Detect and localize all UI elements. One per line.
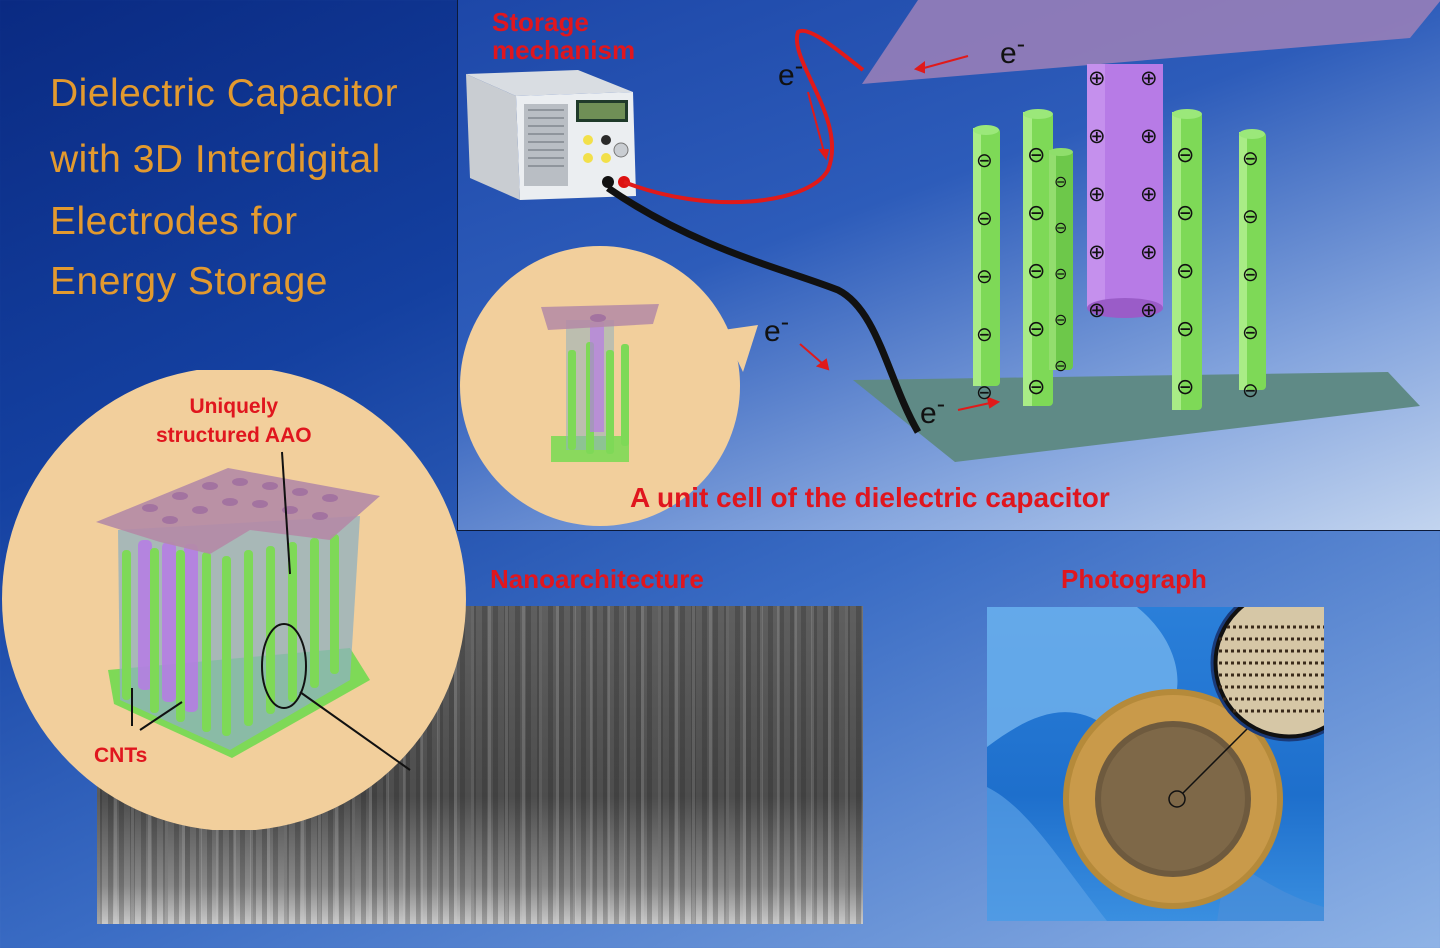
negative-charges-col3: ⊖⊖⊖⊖⊖	[1054, 174, 1068, 375]
positive-wire	[623, 28, 865, 205]
negative-charges-col5: ⊖⊖⊖⊖⊖	[1242, 148, 1259, 402]
top-electrode-plate	[862, 0, 1440, 84]
photograph-label: Photograph	[1061, 564, 1207, 594]
negative-charges-col1: ⊖⊖⊖⊖⊖	[976, 150, 993, 404]
electron-label-bottom-plate: e-	[920, 390, 946, 430]
photograph-drawing	[987, 607, 1324, 921]
positive-charges-col2: ⊕⊕⊕⊕⊕	[1140, 67, 1158, 322]
aao-cnt-structure-circle	[2, 370, 466, 830]
cnt-pillars	[973, 109, 1266, 410]
device-photograph	[987, 607, 1324, 921]
unit-cell-circle	[460, 246, 758, 526]
nanoarchitecture-label: Nanoarchitecture	[490, 564, 704, 594]
negative-wire	[606, 185, 922, 434]
electron-label-top-plate: e-	[1000, 30, 1026, 70]
negative-charges-col4: ⊖⊖⊖⊖⊖	[1176, 142, 1195, 399]
storage-mechanism-panel: ⊖⊖⊖⊖⊖ ⊖⊖⊖⊖⊖ ⊖⊖⊖⊖⊖ ⊖⊖⊖⊖⊖ ⊖⊖⊖⊖⊖ ⊕⊕⊕⊕⊕ ⊕⊕⊕⊕…	[457, 0, 1440, 531]
title-line-3: Electrodes for	[50, 200, 298, 243]
title-line-4: Energy Storage	[50, 260, 329, 303]
electron-label-cable: e-	[764, 308, 790, 348]
cnts-label: CNTs	[94, 744, 148, 767]
title-line-2: with 3D Interdigital	[50, 138, 381, 181]
power-supply-icon	[466, 70, 636, 200]
negative-charges-col2: ⊖⊖⊖⊖⊖	[1027, 142, 1046, 399]
unit-cell-caption: A unit cell of the dielectric capacitor	[630, 482, 1110, 513]
electron-label-wire: e-	[778, 52, 804, 92]
charge-symbols: ⊖⊖⊖⊖⊖ ⊖⊖⊖⊖⊖ ⊖⊖⊖⊖⊖ ⊖⊖⊖⊖⊖ ⊖⊖⊖⊖⊖ ⊕⊕⊕⊕⊕ ⊕⊕⊕⊕…	[458, 0, 1440, 530]
bottom-electrode-plate	[853, 372, 1420, 462]
aao-pillar	[1087, 64, 1163, 318]
storage-mechanism-diagram	[460, 0, 1440, 526]
positive-charges-col1: ⊕⊕⊕⊕⊕	[1088, 67, 1106, 322]
aao-label: Uniquely structured AAO	[156, 395, 312, 447]
storage-mechanism-label: Storage mechanism	[492, 7, 636, 65]
title-line-1: Dielectric Capacitor	[50, 72, 399, 115]
electron-flow-arrows	[799, 55, 1001, 411]
